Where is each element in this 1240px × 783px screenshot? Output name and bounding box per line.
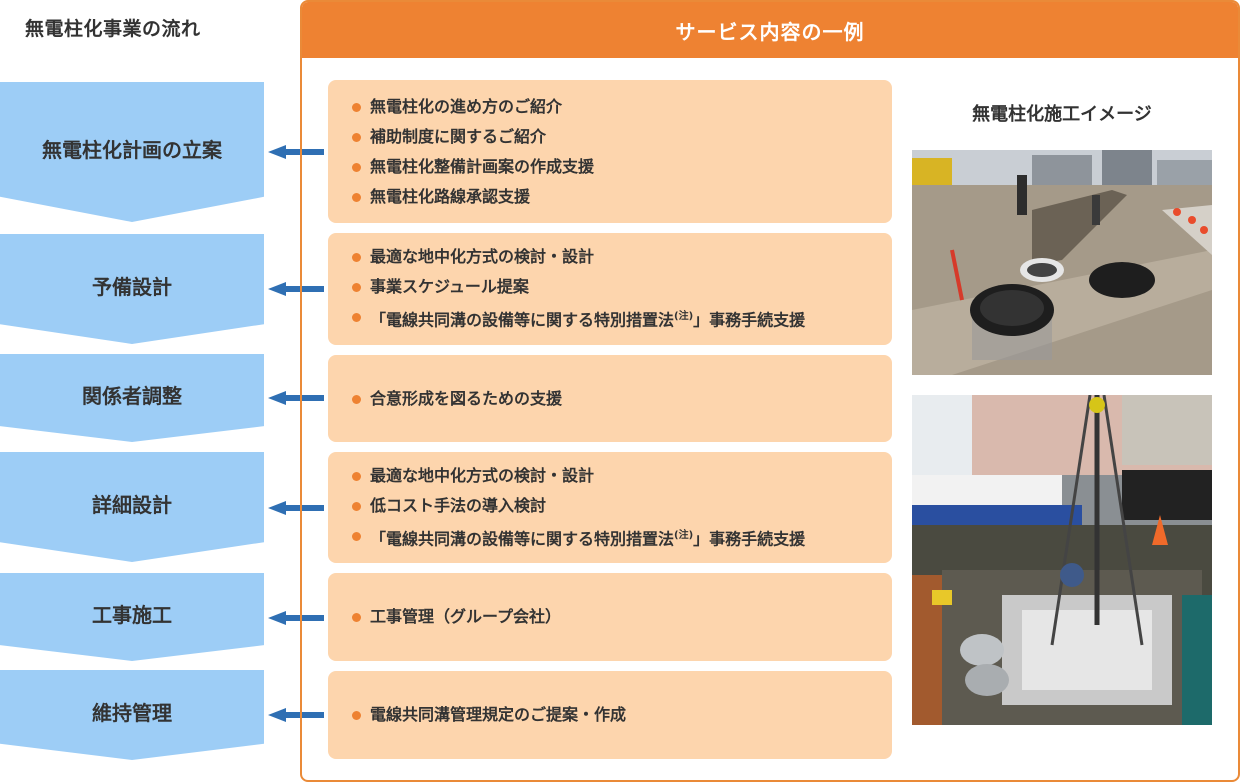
service-box-preliminary-design: 最適な地中化方式の検討・設計 事業スケジュール提案 「電線共同溝の設備等に関する… <box>328 233 892 345</box>
service-box-planning: 無電柱化の進め方のご紹介 補助制度に関するご紹介 無電柱化整備計画案の作成支援 … <box>328 80 892 223</box>
list-item: 低コスト手法の導入検討 <box>352 491 892 521</box>
service-box-construction: 工事管理（グループ会社） <box>328 573 892 661</box>
law-suffix: 」事務手続支援 <box>693 310 806 330</box>
step-label: 維持管理 <box>92 700 172 725</box>
service-box-maintenance: 電線共同溝管理規定のご提案・作成 <box>328 671 892 759</box>
law-suffix: 」事務手続支援 <box>693 529 806 549</box>
arrow-left-icon <box>268 391 324 405</box>
step-label: 予備設計 <box>92 274 172 299</box>
step-preliminary-design: 予備設計 <box>0 234 264 344</box>
construction-site-photo <box>912 150 1212 375</box>
list-item: 工事管理（グループ会社） <box>352 602 892 632</box>
step-label: 無電柱化計画の立案 <box>42 137 222 162</box>
list-item: 無電柱化路線承認支援 <box>352 182 892 212</box>
services-panel: サービス内容の一例 <box>300 0 1240 782</box>
arrow-left-icon <box>268 282 324 296</box>
arrow-left-icon <box>268 501 324 515</box>
arrow-left-icon <box>268 145 324 159</box>
step-label: 工事施工 <box>92 602 172 627</box>
law-name: 「電線共同溝の設備等に関する特別措置法 <box>370 310 675 330</box>
list-item: 電線共同溝管理規定のご提案・作成 <box>352 700 892 730</box>
list-item: 合意形成を図るための支援 <box>352 384 892 414</box>
step-label: 詳細設計 <box>92 492 172 517</box>
law-name: 「電線共同溝の設備等に関する特別措置法 <box>370 529 675 549</box>
step-maintenance: 維持管理 <box>0 670 264 760</box>
list-item: 最適な地中化方式の検討・設計 <box>352 461 892 491</box>
note-mark: (注) <box>674 311 694 323</box>
step-stakeholder-coordination: 関係者調整 <box>0 354 264 442</box>
images-title: 無電柱化施工イメージ <box>972 104 1152 125</box>
service-box-detailed-design: 最適な地中化方式の検討・設計 低コスト手法の導入検討 「電線共同溝の設備等に関す… <box>328 452 892 563</box>
note-mark: (注) <box>674 529 694 541</box>
step-detailed-design: 詳細設計 <box>0 452 264 562</box>
step-label: 関係者調整 <box>82 383 182 408</box>
list-item: 補助制度に関するご紹介 <box>352 122 892 152</box>
list-item: 「電線共同溝の設備等に関する特別措置法(注)」事務手続支援 <box>352 302 892 335</box>
step-construction: 工事施工 <box>0 573 264 661</box>
arrow-left-icon <box>268 708 324 722</box>
list-item: 無電柱化の進め方のご紹介 <box>352 92 892 122</box>
list-item: 「電線共同溝の設備等に関する特別措置法(注)」事務手続支援 <box>352 521 892 554</box>
service-box-coordination: 合意形成を図るための支援 <box>328 355 892 442</box>
list-item: 無電柱化整備計画案の作成支援 <box>352 152 892 182</box>
crane-installation-photo <box>912 395 1212 725</box>
services-title: サービス内容の一例 <box>302 2 1238 58</box>
arrow-left-icon <box>268 611 324 625</box>
flow-title: 無電柱化事業の流れ <box>25 18 201 40</box>
list-item: 最適な地中化方式の検討・設計 <box>352 242 892 272</box>
list-item: 事業スケジュール提案 <box>352 272 892 302</box>
step-planning: 無電柱化計画の立案 <box>0 82 264 222</box>
